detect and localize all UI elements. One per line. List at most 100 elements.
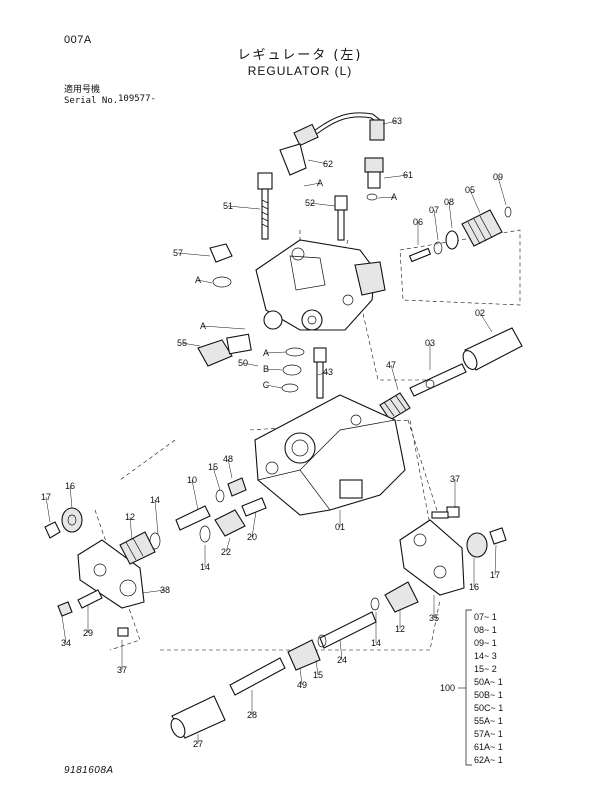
callout-label: 07 (429, 205, 439, 215)
callout-label: 08 (444, 197, 454, 207)
callout-leader (339, 639, 343, 661)
callout-leader (377, 196, 395, 199)
serial-label-en: Serial No. (64, 96, 119, 106)
callout-leader (309, 202, 336, 207)
callout-label: 29 (83, 628, 93, 638)
callout-leader (225, 537, 231, 553)
callout-label: 61 (403, 170, 413, 180)
callout-leader (251, 511, 257, 538)
parts-table-row: 07~ 1 (474, 612, 497, 622)
parts-table-row: 50A~ 1 (474, 677, 503, 687)
spool-03 (409, 363, 467, 397)
seal-rings (281, 347, 305, 393)
callout-leader (212, 466, 221, 491)
left-cover-38 (77, 539, 145, 609)
parts-table-row: 15~ 2 (474, 664, 497, 674)
document-code: 9181608A (64, 765, 114, 776)
right-cover-35 (399, 519, 465, 596)
parts-table-group-label: 100 (440, 683, 455, 693)
lower-spool-assembly (170, 581, 419, 739)
small-parts-mid (149, 477, 267, 550)
callout-label: 15 (313, 670, 323, 680)
callout-leader (45, 496, 51, 523)
callout-label: 06 (413, 217, 423, 227)
callout-leader (383, 174, 409, 179)
callout-label: 38 (160, 585, 170, 595)
callout-label: A (195, 275, 201, 285)
callout-leader (61, 615, 67, 644)
spool-assembly-upper (408, 206, 512, 263)
parts-table-row: 57A~ 1 (474, 729, 503, 739)
parts-table-row: 09~ 1 (474, 638, 497, 648)
callout-label: 12 (125, 512, 135, 522)
callout-leader (494, 544, 497, 576)
parts-table-row: 55A~ 1 (474, 716, 503, 726)
callout-label: 10 (187, 475, 197, 485)
callout-label: 51 (223, 201, 233, 211)
callout-label: C (263, 380, 270, 390)
callout-label: 12 (395, 624, 405, 634)
callout-label: 37 (450, 474, 460, 484)
callout-label: 03 (425, 338, 435, 348)
callout-label: 05 (465, 185, 475, 195)
callout-label: 14 (150, 495, 160, 505)
callout-label: 02 (475, 308, 485, 318)
callout-label: 17 (490, 570, 500, 580)
callout-label: 63 (392, 116, 402, 126)
callout-leader (307, 159, 329, 165)
parts-table-row: 62A~ 1 (474, 755, 503, 765)
callout-label: 09 (493, 172, 503, 182)
bolt-37-right (431, 506, 460, 519)
callout-leader (433, 209, 439, 241)
callout-leader (197, 279, 213, 284)
callout-leader (382, 120, 398, 125)
plug-57 (209, 243, 233, 288)
callout-leader (390, 364, 399, 391)
bolt-51 (257, 172, 273, 240)
callout-leader (479, 312, 493, 333)
callout-leader (191, 479, 199, 511)
callout-label: 52 (305, 198, 315, 208)
page-code: 007A (64, 34, 92, 46)
callout-label: 48 (223, 454, 233, 464)
serial-label-jp: 適用号機 (64, 85, 101, 95)
nut-16-right (466, 532, 488, 558)
callout-leader (303, 182, 321, 187)
callout-label: 15 (208, 462, 218, 472)
nut-16-left (61, 507, 83, 533)
callout-label: 27 (193, 739, 203, 749)
sensor-55 (197, 333, 252, 367)
callout-label: 20 (247, 532, 257, 542)
callout-label: 62 (323, 159, 333, 169)
callout-label: 16 (65, 481, 75, 491)
upper-valve-body (255, 239, 386, 331)
parts-table-bracket (465, 609, 472, 766)
parts-table-row: 14~ 3 (474, 651, 497, 661)
serial-block: 適用号機 Serial No. (64, 85, 118, 107)
nut-17-left (44, 521, 61, 539)
callout-leader (141, 589, 166, 594)
callout-label: 24 (337, 655, 347, 665)
parts-table: 100 07~ 1 08~ 1 09~ 1 14~ 3 15~ 2 50A~ 1 50B~ 1… (440, 612, 503, 765)
callout-label: 47 (386, 360, 396, 370)
callout-leader (227, 458, 233, 479)
parts-table-row: 08~ 1 (474, 625, 497, 635)
bolt-43 (313, 347, 327, 399)
bolt-52 (334, 195, 348, 241)
main-housing-01 (254, 394, 406, 516)
callout-label: A (200, 321, 206, 331)
callout-label: 01 (335, 522, 345, 532)
callout-leader (469, 189, 481, 214)
serial-value: 109577- (118, 94, 156, 104)
parts-table-row: 50B~ 1 (474, 690, 503, 700)
callout-leader (265, 368, 283, 371)
callout-label: 50 (238, 358, 248, 368)
callout-leader (154, 499, 159, 535)
fitting-61 (364, 157, 384, 201)
callout-leader (265, 384, 283, 389)
callout-label: 43 (323, 367, 333, 377)
callout-leader (265, 351, 287, 354)
callout-label: A (317, 178, 323, 188)
